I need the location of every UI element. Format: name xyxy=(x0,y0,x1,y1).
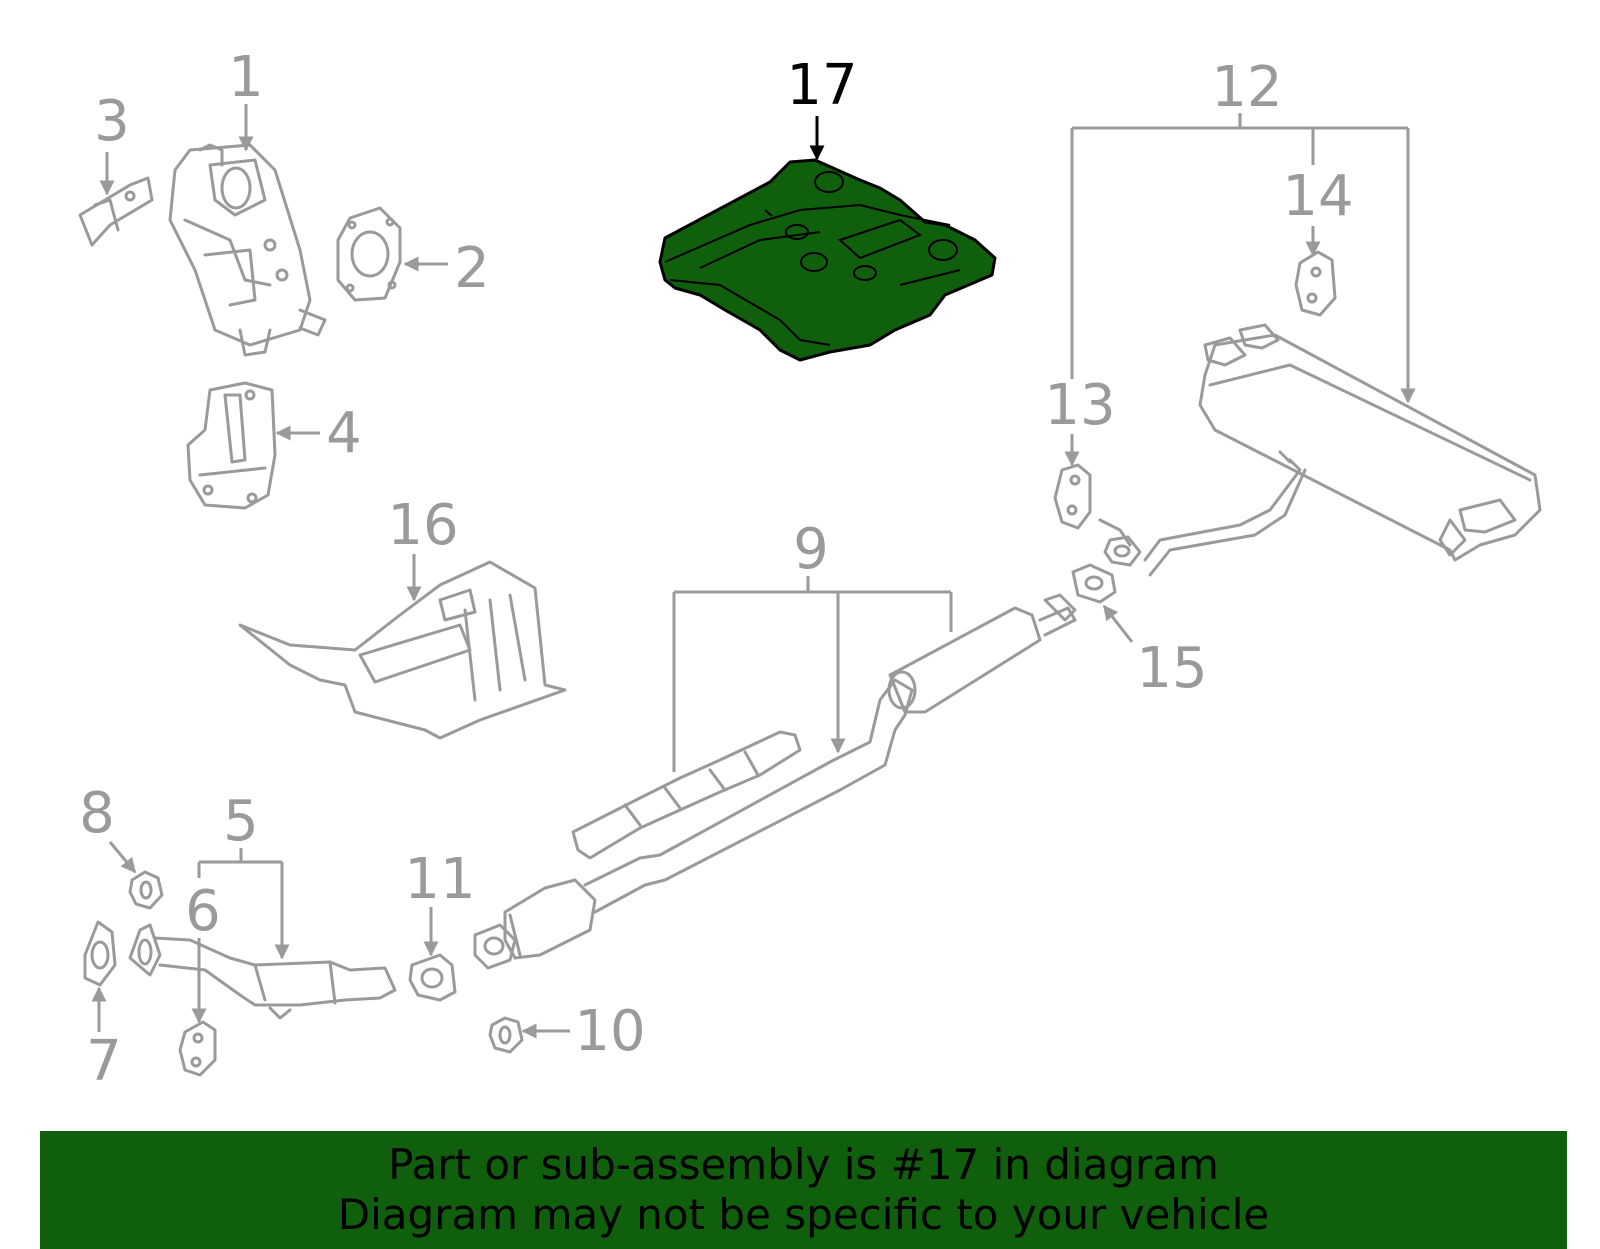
info-banner: Part or sub-assembly is #17 in diagram D… xyxy=(40,1131,1567,1249)
leader-9 xyxy=(672,576,953,772)
part-7-gasket[interactable] xyxy=(83,920,117,987)
part-3-bracket[interactable] xyxy=(78,176,154,247)
banner-line-2: Diagram may not be specific to your vehi… xyxy=(337,1190,1270,1239)
callout-7: 7 xyxy=(86,1029,122,1094)
callout-11: 11 xyxy=(404,847,475,912)
part-14-hanger[interactable] xyxy=(1294,250,1337,317)
callout-16: 16 xyxy=(387,493,458,558)
part-2-gasket[interactable] xyxy=(336,206,402,302)
part-5-front-pipe[interactable] xyxy=(128,923,397,1020)
callout-15: 15 xyxy=(1136,636,1207,701)
callout-3: 3 xyxy=(94,89,130,154)
leader-15 xyxy=(1102,604,1134,643)
leader-12 xyxy=(1070,113,1408,402)
callout-10: 10 xyxy=(574,999,645,1064)
part-6-hanger[interactable] xyxy=(178,1020,217,1077)
callout-13: 13 xyxy=(1044,373,1115,438)
part-10-nut[interactable] xyxy=(488,1016,524,1054)
part-15-gasket[interactable] xyxy=(1071,535,1142,604)
part-11-gasket[interactable] xyxy=(408,953,457,1002)
part-1-catalytic-converter[interactable] xyxy=(168,143,327,357)
banner-line-1: Part or sub-assembly is #17 in diagram xyxy=(388,1140,1219,1189)
callout-6: 6 xyxy=(185,879,221,944)
callout-8: 8 xyxy=(79,781,115,846)
callout-17: 17 xyxy=(786,53,857,118)
part-9-center-pipe[interactable] xyxy=(473,593,1077,970)
part-17-floor-heat-shield[interactable] xyxy=(658,158,997,362)
leader-8 xyxy=(108,841,137,874)
part-8-nut[interactable] xyxy=(128,870,164,910)
leader-5 xyxy=(197,848,282,958)
callout-12: 12 xyxy=(1211,55,1282,120)
callout-5: 5 xyxy=(223,789,259,854)
callout-14: 14 xyxy=(1282,164,1353,229)
part-13-hanger[interactable] xyxy=(1053,463,1092,530)
part-16-heat-shield[interactable] xyxy=(238,560,567,740)
callout-4: 4 xyxy=(326,401,362,466)
part-4-shield-bracket[interactable] xyxy=(186,381,277,510)
callout-2: 2 xyxy=(454,236,490,301)
part-12-muffler[interactable] xyxy=(1098,323,1542,577)
callout-9: 9 xyxy=(793,517,829,582)
callout-1: 1 xyxy=(228,45,264,110)
